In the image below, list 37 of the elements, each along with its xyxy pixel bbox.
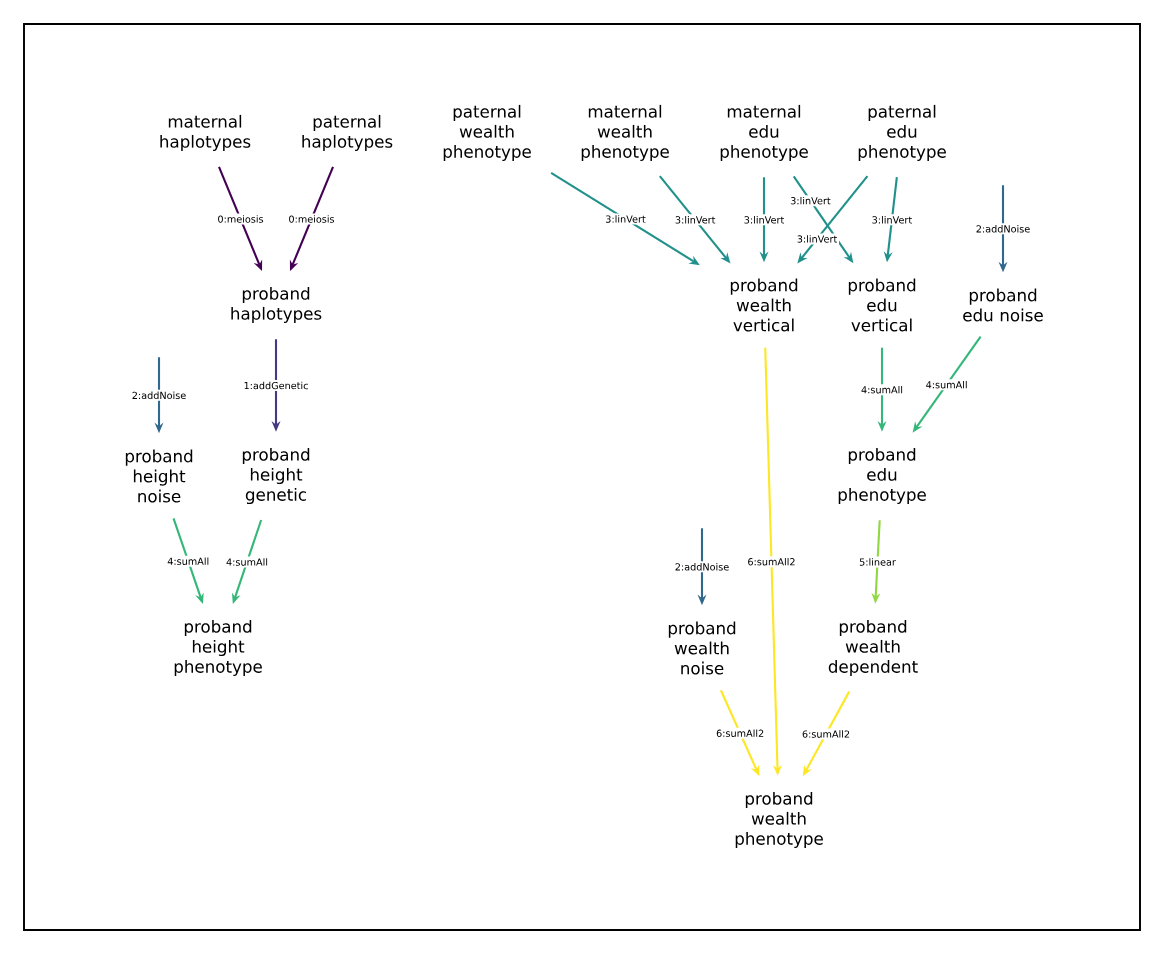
node-label: maternal wealth phenotype (581, 104, 669, 162)
edge-label: 3:linVert (603, 213, 648, 225)
edge-label: 4:sumAll (165, 555, 211, 567)
edge-label: 3:linVert (742, 214, 786, 226)
edge-label: 6:sumAll2 (745, 556, 798, 568)
edge-label: 6:sumAll2 (714, 727, 766, 739)
edge-label: 3:linVert (869, 214, 914, 226)
node-label: proband wealth phenotype (735, 791, 823, 849)
edge-label: 1:addGenetic (241, 380, 311, 391)
edge-label: 0:meiosis (286, 213, 337, 225)
node-label: proband edu phenotype (838, 447, 926, 505)
node-label: proband edu noise (963, 288, 1043, 322)
node-label: proband wealth noise (668, 621, 736, 675)
edge-label: 5:linear (857, 556, 898, 568)
edge-label: 2:addNoise (130, 389, 188, 401)
node-label: maternal edu phenotype (720, 104, 808, 162)
edge-label: 4:sumAll (224, 556, 270, 568)
node-label: proband haplotypes (231, 286, 322, 324)
node-label: proband wealth dependent (828, 619, 918, 677)
node-label: proband edu vertical (848, 278, 916, 332)
node-label: proband height phenotype (174, 619, 262, 677)
edge-label: 3:linVert (673, 214, 718, 226)
node-label: paternal haplotypes (302, 114, 393, 152)
edge-label: 2:addNoise (673, 561, 731, 573)
node-label: maternal haplotypes (160, 114, 251, 152)
edge-label: 4:sumAll (923, 379, 970, 391)
edge-label: 6:sumAll2 (800, 728, 852, 740)
edge-label: 2:addNoise (974, 223, 1032, 235)
edge-label: 4:sumAll (859, 384, 905, 396)
node-label: proband wealth vertical (730, 278, 798, 332)
edge-label: 3:linVert (788, 195, 833, 207)
edge-label: 0:meiosis (215, 213, 266, 225)
node-label: proband height genetic (242, 447, 310, 505)
node-label: paternal edu phenotype (858, 104, 946, 162)
edge-label: 3:linVert (795, 233, 839, 245)
node-label: paternal wealth phenotype (443, 104, 531, 162)
node-label: proband height noise (125, 449, 193, 503)
